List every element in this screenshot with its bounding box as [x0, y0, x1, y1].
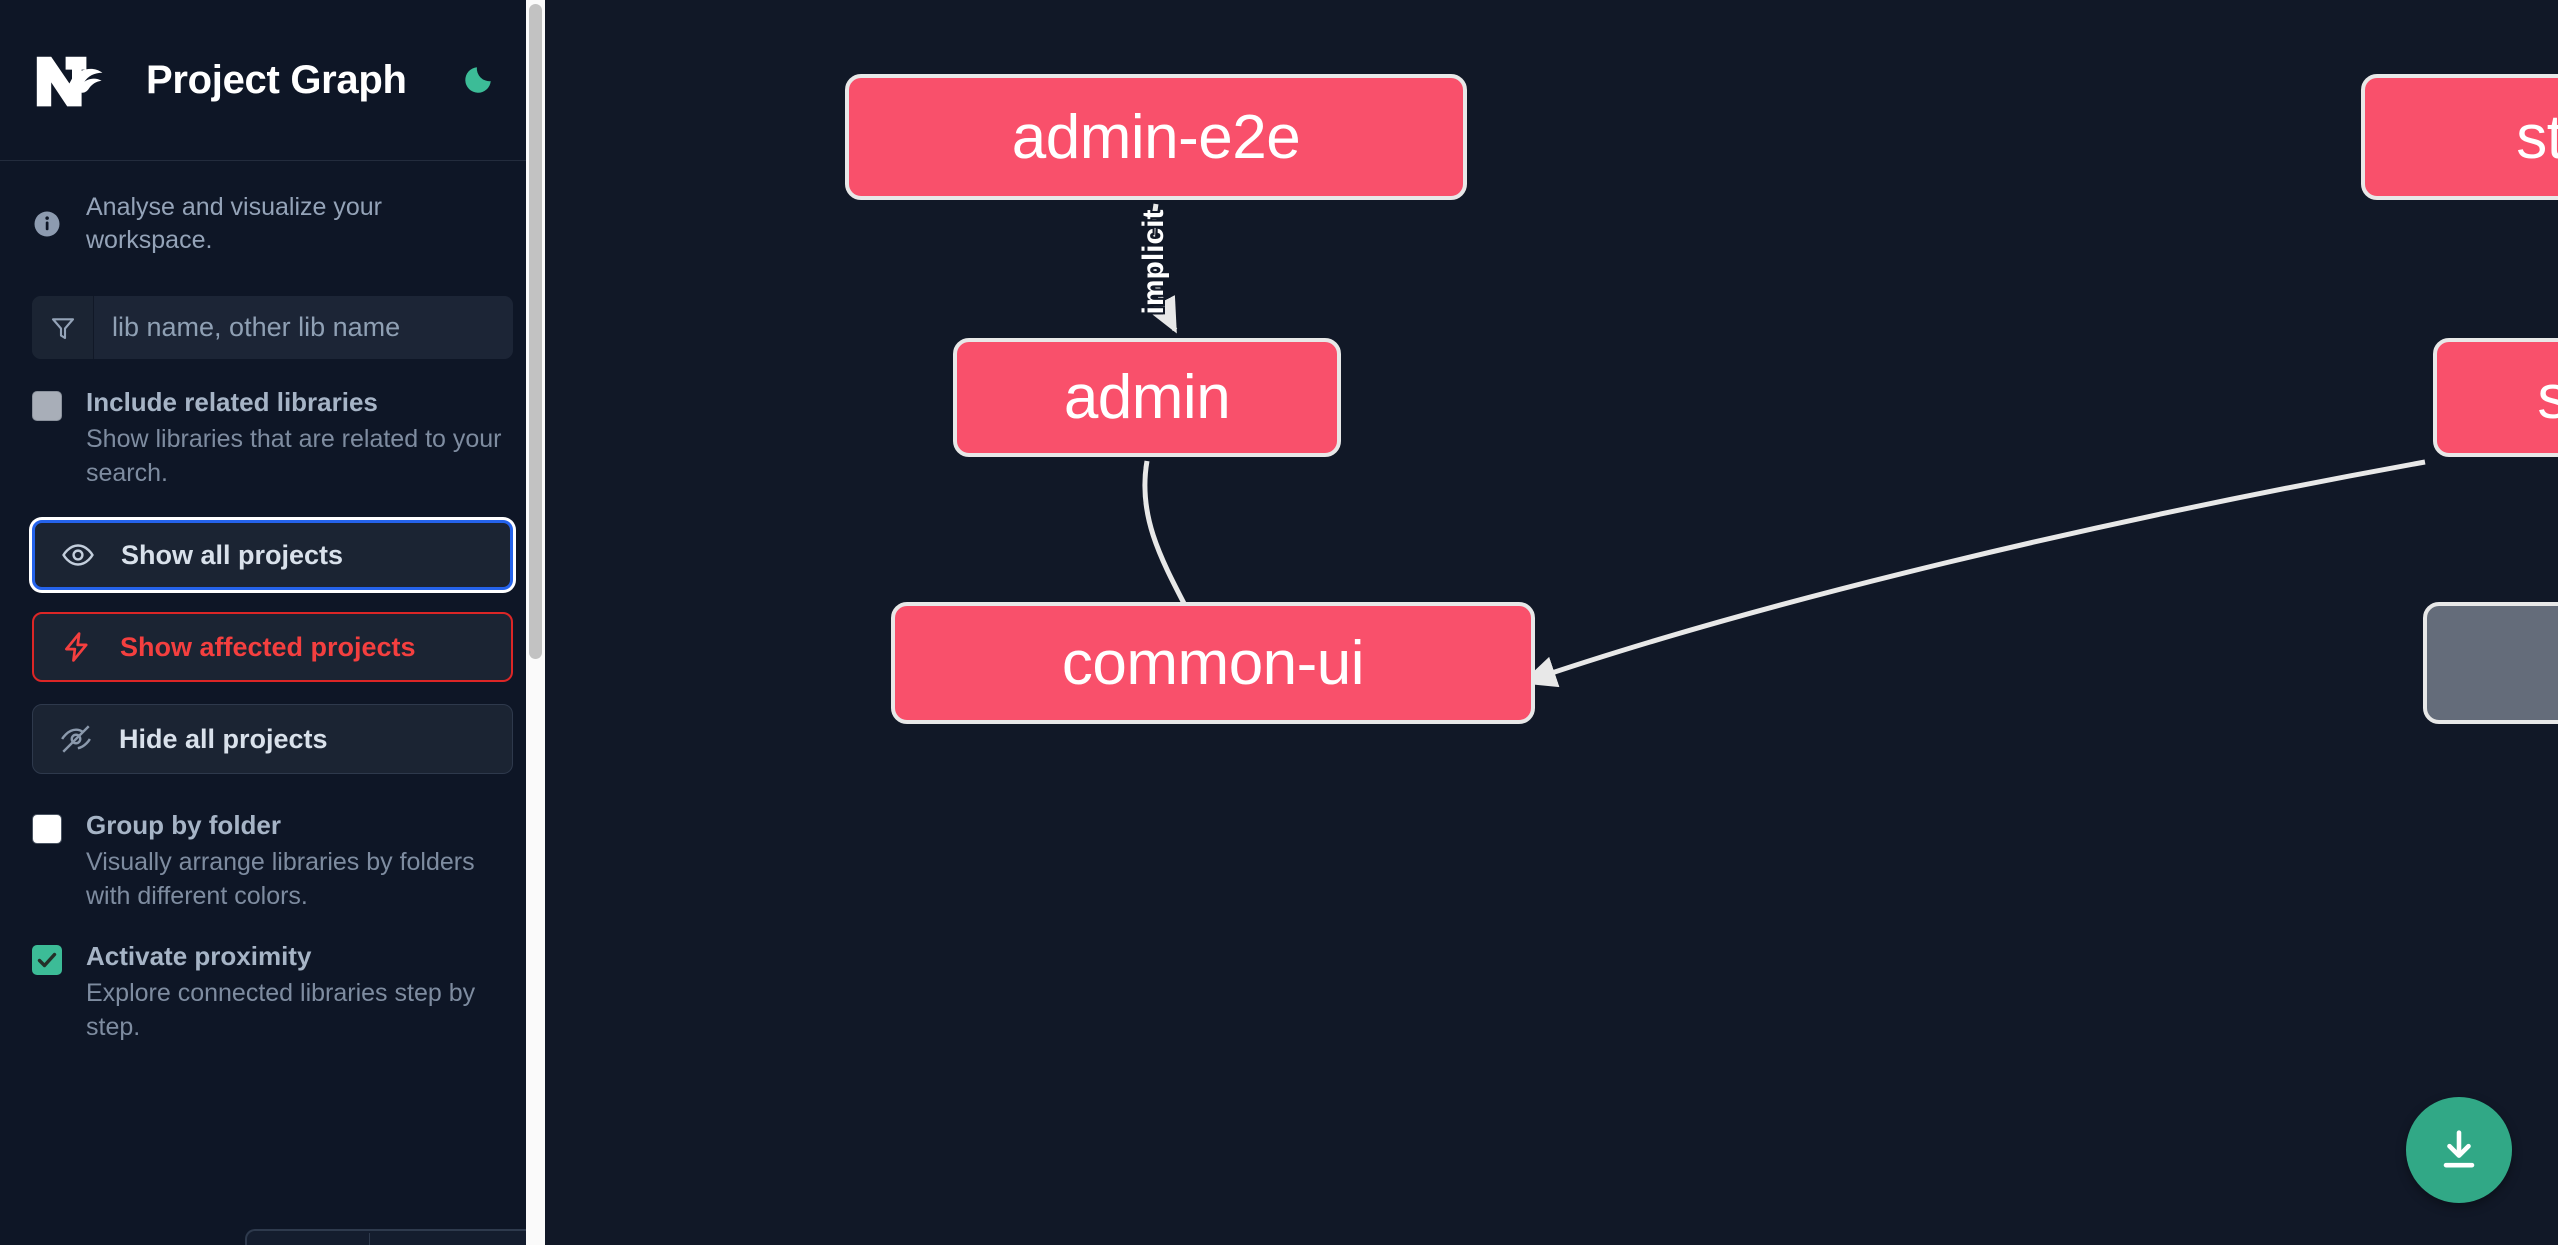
sidebar-bottom-panel-peek[interactable]	[245, 1229, 545, 1245]
checkbox-description: Visually arrange libraries by folders wi…	[86, 848, 475, 911]
graph-node-admin-e2e[interactable]: admin-e2e	[845, 74, 1467, 200]
eye-icon	[62, 544, 94, 566]
checkbox-box[interactable]	[32, 945, 62, 976]
graph-canvas[interactable]: admin-e2e store-e2e admin store common-u…	[545, 0, 2558, 1245]
checkbox-box[interactable]	[32, 391, 62, 421]
show-affected-projects-label: Show affected projects	[120, 631, 416, 662]
nx-logo-icon	[32, 52, 120, 108]
search-input[interactable]	[94, 296, 513, 359]
node-label: admin-e2e	[1011, 102, 1301, 172]
node-label: admin	[1063, 363, 1231, 432]
checkbox-label: Activate proximity	[86, 941, 312, 972]
download-icon	[2443, 1130, 2475, 1168]
node-label: store	[2537, 363, 2558, 432]
graph-node-products[interactable]: products	[2423, 602, 2558, 724]
workspace-info: Analyse and visualize your workspace.	[0, 161, 545, 282]
filter-row	[32, 296, 513, 359]
sidebar-scrollbar[interactable]	[526, 0, 545, 1245]
graph-node-store-e2e[interactable]: store-e2e	[2361, 74, 2558, 200]
graph-node-common-ui[interactable]: common-ui	[891, 602, 1535, 724]
graph-node-store[interactable]: store	[2433, 338, 2558, 457]
node-label: store-e2e	[2516, 102, 2558, 172]
checkbox-box[interactable]	[32, 814, 62, 845]
workspace-info-text: Analyse and visualize your workspace.	[86, 193, 382, 254]
show-affected-projects-button[interactable]: Show affected projects	[32, 612, 513, 683]
header-divider	[0, 160, 545, 161]
info-circle-icon	[32, 209, 62, 239]
scrollbar-thumb[interactable]	[529, 4, 542, 659]
checkbox-label: Include related libraries	[86, 387, 378, 417]
check-icon	[37, 952, 57, 968]
checkbox-description: Explore connected libraries step by step…	[86, 979, 476, 1042]
edge-admin-e2e-admin	[1146, 203, 1178, 334]
checkbox-include-related-libraries[interactable]: Include related libraries Show libraries…	[0, 359, 545, 490]
project-action-buttons: Show all projects Show affected projects…	[0, 490, 545, 775]
checkbox-label: Group by folder	[86, 810, 281, 841]
moon-icon[interactable]	[457, 59, 499, 101]
graph-node-admin[interactable]: admin	[953, 338, 1341, 457]
eye-off-icon	[61, 725, 91, 753]
show-all-projects-label: Show all projects	[121, 539, 344, 570]
node-label: common-ui	[1061, 628, 1365, 698]
download-image-button[interactable]	[2406, 1097, 2512, 1203]
hide-all-projects-button[interactable]: Hide all projects	[32, 704, 513, 775]
hide-all-projects-label: Hide all projects	[119, 723, 328, 754]
lightning-bolt-icon	[65, 632, 88, 662]
checkbox-description: Show libraries that are related to your …	[86, 425, 502, 488]
page-title: Project Graph	[146, 57, 407, 102]
funnel-filter-icon	[32, 296, 94, 359]
sidebar: Project Graph Analyse and visualize your…	[0, 0, 545, 1245]
checkbox-activate-proximity[interactable]: Activate proximity Explore connected lib…	[0, 913, 545, 1044]
sidebar-header: Project Graph	[0, 0, 545, 160]
show-all-projects-button[interactable]: Show all projects	[32, 520, 513, 591]
checkbox-group-by-folder[interactable]: Group by folder Visually arrange librari…	[0, 774, 545, 913]
panel-divider	[369, 1233, 370, 1245]
